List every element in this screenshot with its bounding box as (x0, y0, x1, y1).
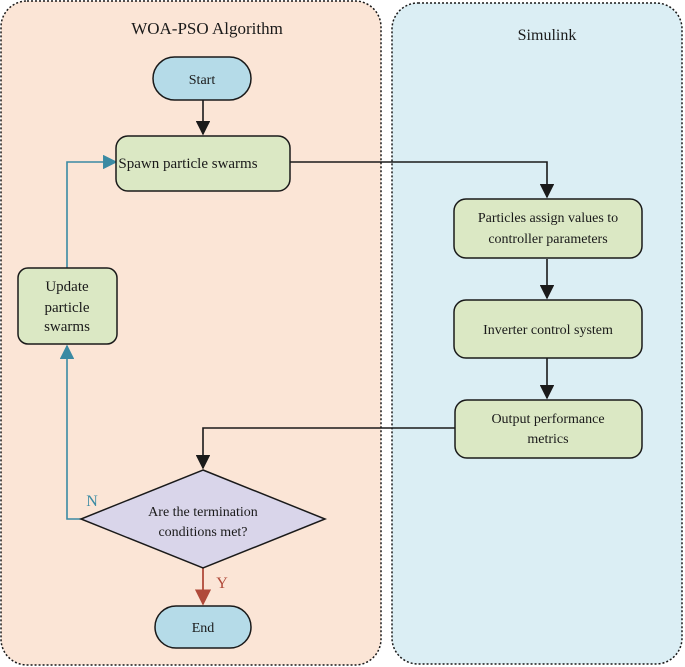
update-label-line-1: Update (45, 279, 89, 295)
start-label: Start (189, 73, 216, 88)
decision-label-line-2: conditions met? (158, 525, 247, 540)
update-particle-swarms-node: Update particle swarms (17, 267, 118, 345)
inverter-label: Inverter control system (483, 323, 613, 338)
assign-label-line-1: Particles assign values to (478, 211, 618, 226)
output-performance-metrics-node: Output performance metrics (454, 399, 643, 459)
end-node: End (154, 605, 252, 649)
end-label: End (192, 621, 215, 636)
assign-label-line-2: controller parameters (488, 232, 607, 247)
spawn-to-assign-arrow (290, 161, 555, 199)
spawn-particle-swarms-node: Spawn particle swarms (115, 135, 291, 192)
output-label-line-1: Output performance (491, 412, 604, 427)
woa-pso-panel-title: WOA-PSO Algorithm (131, 19, 283, 38)
termination-decision-node: Are the termination conditions met? (78, 469, 328, 569)
output-label-line-2: metrics (527, 432, 568, 447)
update-to-spawn-arrow (66, 154, 118, 268)
start-node: Start (152, 56, 252, 101)
no-branch-arrow (59, 344, 81, 520)
update-label-line-3: swarms (44, 319, 90, 335)
decision-label-line-1: Are the termination (148, 505, 258, 520)
no-branch-label: N (86, 493, 98, 510)
inverter-control-system-node: Inverter control system (453, 299, 643, 359)
update-label-line-2: particle (45, 300, 90, 316)
yes-branch-label: Y (216, 575, 228, 592)
assign-values-node: Particles assign values to controller pa… (453, 198, 643, 259)
output-to-decision-arrow (195, 427, 455, 470)
simulink-panel-title: Simulink (518, 27, 577, 44)
spawn-particle-swarms-label: Spawn particle swarms (118, 156, 257, 172)
